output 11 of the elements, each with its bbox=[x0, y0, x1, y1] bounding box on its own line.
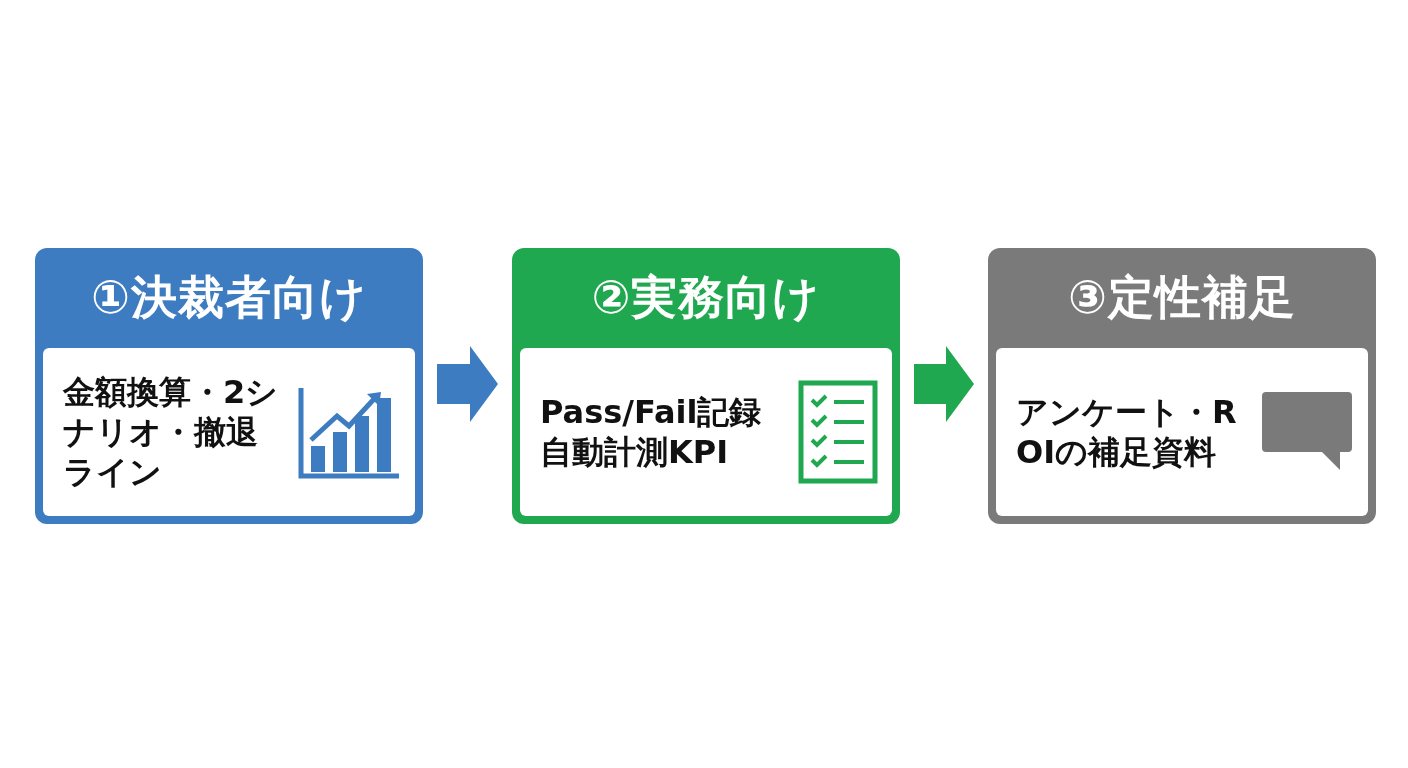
card-heading: ③定性補足 bbox=[1068, 269, 1296, 326]
card bbox=[988, 248, 1376, 524]
card-text: Pass/Fail記録自動計測KPI bbox=[540, 392, 763, 472]
card-heading: ②実務向け bbox=[591, 269, 821, 326]
card-text: アンケート・ROIの補足資料 bbox=[1016, 392, 1238, 472]
card-heading: ①決裁者向け bbox=[91, 269, 367, 326]
block-arrow bbox=[437, 346, 498, 422]
card-text: 金額換算・2シナリオ・撤退ライン bbox=[63, 372, 280, 492]
card bbox=[512, 248, 900, 524]
card bbox=[35, 248, 423, 524]
block-arrow bbox=[914, 346, 974, 422]
